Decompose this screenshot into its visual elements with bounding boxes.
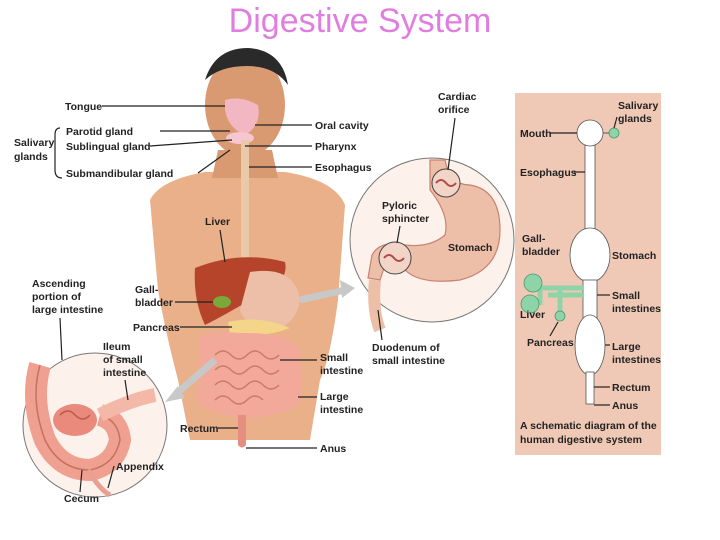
- cecum-zoom-labels: Ascending portion of large intestine Ile…: [32, 278, 164, 505]
- label-parotid-gland: Parotid gland: [66, 126, 133, 138]
- gallbladder-shape: [213, 296, 231, 308]
- label-rectum: Rectum: [180, 423, 219, 435]
- schematic-liver-label: Liver: [520, 309, 545, 321]
- pancreas-shape: [228, 319, 290, 336]
- schematic-salivary-2: glands: [618, 113, 652, 125]
- intestines-shape: [198, 332, 302, 418]
- label-duodenum-2: small intestine: [372, 355, 445, 367]
- label-small-intestine-2: intestine: [320, 365, 363, 377]
- label-salivary-glands-2: glands: [14, 151, 48, 163]
- label-ileum-2: of small: [103, 354, 143, 366]
- stomach-shape: [240, 270, 300, 330]
- label-sublingual-gland: Sublingual gland: [66, 141, 151, 153]
- schematic-large-2: intestines: [612, 354, 661, 366]
- schematic-anus-label: Anus: [612, 400, 638, 412]
- label-cardiac-1: Cardiac: [438, 91, 477, 103]
- label-liver: Liver: [205, 216, 230, 228]
- schematic-large-1: Large: [612, 341, 641, 353]
- rectum-shape: [238, 415, 246, 448]
- schematic-gallbladder-2: bladder: [522, 246, 560, 258]
- label-ascending-1: Ascending: [32, 278, 86, 290]
- schematic-small-1: Small: [612, 290, 640, 302]
- stomach-zoom: [299, 157, 515, 333]
- label-ascending-3: large intestine: [32, 304, 103, 316]
- schematic-stomach: [569, 227, 611, 283]
- label-cardiac-2: orifice: [438, 104, 470, 116]
- label-anus: Anus: [320, 443, 346, 455]
- label-salivary-glands-1: Salivary: [14, 137, 54, 149]
- schematic-caption-2: human digestive system: [520, 434, 642, 446]
- label-pharynx: Pharynx: [315, 141, 357, 153]
- schematic-gallbladder-1: Gall-: [522, 233, 546, 245]
- page-title: Digestive System: [228, 2, 492, 40]
- label-cecum: Cecum: [64, 493, 99, 505]
- body-labels: Tongue Salivary glands Parotid gland Sub…: [14, 101, 372, 455]
- schematic-stomach-label: Stomach: [612, 250, 656, 262]
- label-pyloric-2: sphincter: [382, 213, 429, 225]
- schematic-rectum-label: Rectum: [612, 382, 651, 394]
- schematic-mouth: [576, 119, 604, 147]
- label-appendix: Appendix: [116, 461, 164, 473]
- schematic-small-2: intestines: [612, 303, 661, 315]
- label-pancreas: Pancreas: [133, 322, 180, 334]
- label-large-intestine-2: intestine: [320, 404, 363, 416]
- schematic-esophagus-label: Esophagus: [520, 167, 577, 179]
- schematic-panel: Salivary glands Mouth Esophagus Gall- bl…: [515, 93, 661, 455]
- cecum-zoom: [22, 352, 218, 498]
- schematic-caption-1: A schematic diagram of the: [520, 420, 657, 432]
- schematic-pancreas-label: Pancreas: [527, 337, 574, 349]
- label-ascending-2: portion of: [32, 291, 81, 303]
- label-large-intestine-1: Large: [320, 391, 349, 403]
- label-gallbladder-1: Gall-: [135, 284, 159, 296]
- schematic-mouth-label: Mouth: [520, 128, 552, 140]
- label-tongue: Tongue: [65, 101, 102, 113]
- schematic-salivary-1: Salivary: [618, 100, 658, 112]
- stomach-zoom-labels: Cardiac orifice Pyloric sphincter Stomac…: [372, 91, 492, 367]
- oral-cavity: [225, 98, 259, 135]
- label-stomach-detail: Stomach: [448, 242, 492, 254]
- label-ileum-1: Ileum: [103, 341, 130, 353]
- esophagus-shape: [241, 140, 249, 260]
- label-oral-cavity: Oral cavity: [315, 120, 369, 132]
- label-pyloric-1: Pyloric: [382, 200, 417, 212]
- label-submandibular-gland: Submandibular gland: [66, 168, 173, 180]
- label-esophagus: Esophagus: [315, 162, 372, 174]
- label-gallbladder-2: bladder: [135, 297, 173, 309]
- label-duodenum-1: Duodenum of: [372, 342, 440, 354]
- label-small-intestine-1: Small: [320, 352, 348, 364]
- label-ileum-3: intestine: [103, 367, 146, 379]
